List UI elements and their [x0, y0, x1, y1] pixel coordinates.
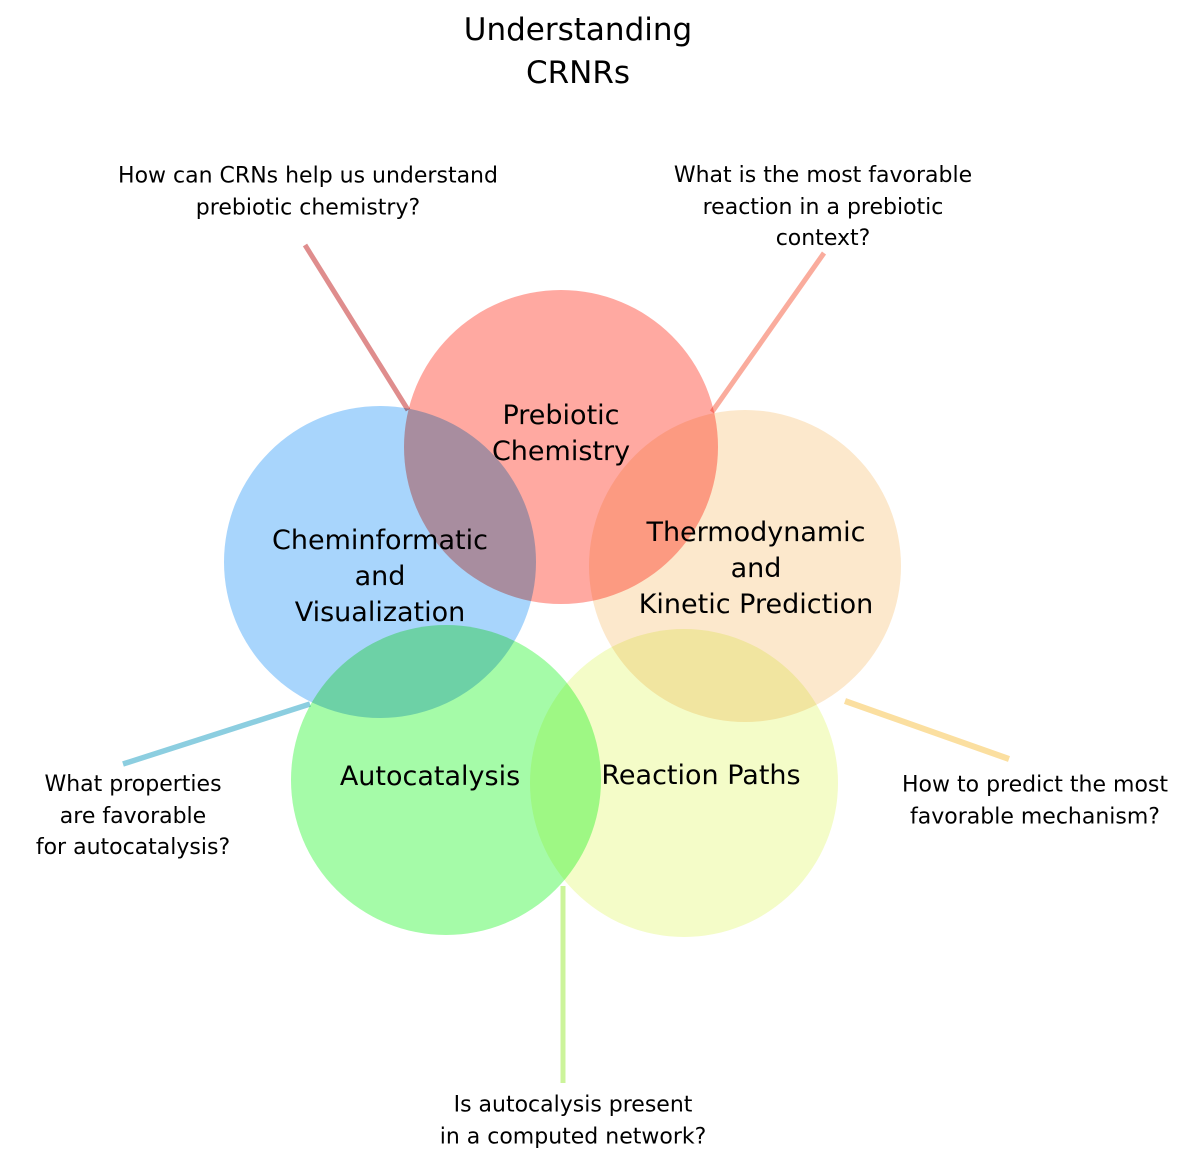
leader-line-prebiotic-left	[302, 243, 411, 412]
leader-line-autocatalysis	[122, 701, 311, 767]
leader-line-prebiotic-right	[709, 251, 827, 414]
leader-line-mechanism	[843, 698, 1011, 762]
circle-reaction-paths	[530, 629, 838, 937]
